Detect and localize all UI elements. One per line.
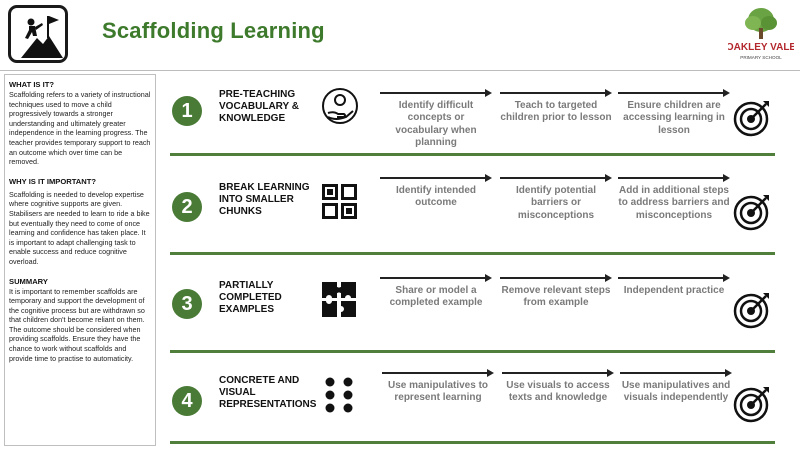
- step-text: Identify intended outcome: [396, 185, 476, 209]
- step-text: Use visuals to access texts and knowledg…: [506, 380, 610, 404]
- page-title: Scaffolding Learning: [102, 18, 325, 43]
- step-number-circle: 3: [172, 289, 202, 319]
- why-text: Scaffolding is needed to develop experti…: [9, 189, 150, 266]
- step-item: Share or model a completed example: [380, 273, 492, 310]
- arrow-right-icon: [380, 88, 492, 98]
- header-divider: [0, 70, 800, 71]
- why-heading: WHY IS IT IMPORTANT?: [9, 176, 97, 186]
- summary-text: It is important to remember scaffolds ar…: [9, 286, 145, 363]
- step-item: Independent practice: [618, 273, 730, 297]
- step-text: Independent practice: [623, 285, 725, 296]
- dots-icon: [325, 377, 353, 413]
- step-text: Use manipulatives to represent learning: [387, 380, 489, 404]
- what-text: Scaffolding refers to a variety of instr…: [9, 90, 151, 167]
- strategy-row-3: 3 PARTIALLY COMPLETED EXAMPLES Share or …: [160, 268, 800, 358]
- climber-logo: [8, 5, 68, 63]
- step-item: Use manipulatives and visuals independen…: [620, 368, 732, 405]
- step-number-circle: 1: [172, 96, 202, 126]
- target-icon: [733, 387, 769, 423]
- arrow-right-icon: [502, 368, 614, 378]
- strategy-title: PARTIALLY COMPLETED EXAMPLES: [219, 280, 282, 315]
- summary-heading: SUMMARY: [9, 276, 48, 286]
- step-text: Remove relevant steps from example: [501, 285, 611, 309]
- row-divider: [170, 252, 775, 255]
- school-subtitle: PRIMARY SCHOOL: [740, 55, 782, 60]
- step-text: Share or model a completed example: [389, 285, 483, 309]
- step-text: Identify difficult concepts or vocabular…: [395, 100, 477, 149]
- head-hand-icon: [322, 88, 358, 124]
- target-icon: [733, 101, 769, 137]
- step-item: Use manipulatives to represent learning: [382, 368, 494, 405]
- arrow-right-icon: [382, 368, 494, 378]
- arrow-right-icon: [500, 88, 612, 98]
- school-logo: OAKLEY VALE PRIMARY SCHOOL: [728, 8, 794, 60]
- arrow-right-icon: [618, 273, 730, 283]
- step-text: Identify potential barriers or misconcep…: [516, 185, 596, 221]
- chunks-icon: [322, 184, 357, 219]
- strategy-row-1: 1 PRE-TEACHING VOCABULARY & KNOWLEDGE Id…: [160, 80, 800, 170]
- step-item: Identify difficult concepts or vocabular…: [380, 88, 492, 150]
- climber-flag-icon: [21, 16, 63, 58]
- row-divider: [170, 153, 775, 156]
- row-divider: [170, 350, 775, 353]
- step-item: Remove relevant steps from example: [500, 273, 612, 310]
- arrow-right-icon: [618, 173, 730, 183]
- step-item: Identify intended outcome: [380, 173, 492, 210]
- info-sidebar: WHAT IS IT? Scaffolding refers to a vari…: [4, 74, 156, 446]
- arrow-right-icon: [500, 273, 612, 283]
- row-divider: [170, 441, 775, 444]
- strategy-title: CONCRETE AND VISUAL REPRESENTATIONS: [219, 375, 317, 410]
- step-text: Add in additional steps to address barri…: [618, 185, 730, 221]
- step-text: Use manipulatives and visuals independen…: [621, 380, 731, 404]
- arrow-right-icon: [380, 173, 492, 183]
- strategy-row-2: 2 BREAK LEARNING INTO SMALLER CHUNKS Ide…: [160, 168, 800, 258]
- step-text: Teach to targeted children prior to less…: [500, 100, 612, 124]
- target-icon: [733, 195, 769, 231]
- target-icon: [733, 293, 769, 329]
- puzzle-icon: [322, 282, 356, 317]
- step-text: Ensure children are accessing learning i…: [623, 100, 725, 136]
- step-item: Add in additional steps to address barri…: [618, 173, 730, 222]
- step-item: Teach to targeted children prior to less…: [500, 88, 612, 125]
- strategy-title: PRE-TEACHING VOCABULARY & KNOWLEDGE: [219, 89, 300, 124]
- step-item: Ensure children are accessing learning i…: [618, 88, 730, 137]
- step-item: Identify potential barriers or misconcep…: [500, 173, 612, 222]
- header: Scaffolding Learning OAKLEY VALE PRIMARY…: [0, 0, 800, 71]
- step-number-circle: 4: [172, 386, 202, 416]
- strategy-title: BREAK LEARNING INTO SMALLER CHUNKS: [219, 182, 310, 217]
- arrow-right-icon: [618, 88, 730, 98]
- step-number-circle: 2: [172, 192, 202, 222]
- arrow-right-icon: [620, 368, 732, 378]
- arrow-right-icon: [380, 273, 492, 283]
- step-item: Use visuals to access texts and knowledg…: [502, 368, 614, 405]
- strategy-row-4: 4 CONCRETE AND VISUAL REPRESENTATIONS Us…: [160, 358, 800, 448]
- arrow-right-icon: [500, 173, 612, 183]
- school-name: OAKLEY VALE: [728, 42, 794, 53]
- what-heading: WHAT IS IT?: [9, 80, 54, 89]
